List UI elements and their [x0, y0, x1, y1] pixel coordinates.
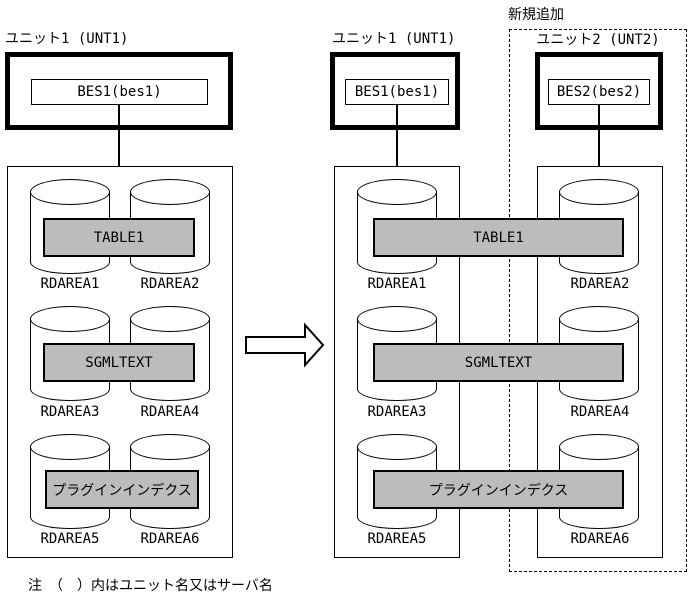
right-unit2-connector-line	[598, 104, 600, 167]
left-bar-table1: TABLE1	[43, 218, 195, 257]
right-rdarea4-label: RDAREA4	[570, 404, 630, 420]
right-unit1-label: ユニット1 (UNT1)	[332, 31, 456, 47]
cylinder-top-ellipse	[559, 306, 639, 332]
new-addition-dashed-box	[509, 29, 687, 572]
cylinder-top-ellipse	[130, 179, 210, 205]
right-rdarea2-label: RDAREA2	[570, 276, 630, 292]
cylinder-top-ellipse	[30, 306, 110, 332]
left-rdarea3-label: RDAREA3	[40, 404, 100, 420]
left-rdarea2-label: RDAREA2	[140, 276, 200, 292]
left-rdarea4-label: RDAREA4	[140, 404, 200, 420]
left-bar-plugin-index: プラグインインデクス	[45, 470, 199, 509]
transition-arrow-icon	[245, 322, 325, 368]
left-rdarea6-label: RDAREA6	[140, 531, 200, 547]
left-rdarea1-label: RDAREA1	[40, 276, 100, 292]
cylinder-top-ellipse	[130, 306, 210, 332]
left-storage-box	[7, 166, 233, 558]
cylinder-top-ellipse	[357, 179, 437, 205]
new-addition-label: 新規追加	[508, 7, 564, 23]
left-rdarea5-label: RDAREA5	[40, 531, 100, 547]
cylinder-top-ellipse	[357, 434, 437, 460]
right-bes2-server-box: BES2(bes2)	[548, 79, 650, 105]
right-rdarea3-label: RDAREA3	[367, 404, 427, 420]
cylinder-left-rdarea5	[30, 434, 110, 530]
right-rdarea1-label: RDAREA1	[367, 276, 427, 292]
right-unit1-connector-line	[396, 104, 398, 167]
right-unit2-label: ユニット2 (UNT2)	[536, 32, 660, 48]
cylinder-top-ellipse	[30, 179, 110, 205]
right-bes1-server-box: BES1(bes1)	[345, 79, 449, 105]
right-bar-sgmltext: SGMLTEXT	[373, 343, 624, 382]
cylinder-top-ellipse	[559, 434, 639, 460]
cylinder-top-ellipse	[559, 179, 639, 205]
cylinder-top-ellipse	[30, 434, 110, 460]
right-bar-table1: TABLE1	[373, 218, 624, 257]
right-bar-plugin-index: プラグインインデクス	[373, 470, 624, 509]
cylinder-top-ellipse	[357, 306, 437, 332]
left-bes1-server-box: BES1(bes1)	[31, 79, 208, 105]
left-bar-sgmltext: SGMLTEXT	[43, 343, 195, 382]
cylinder-top-ellipse	[130, 434, 210, 460]
left-connector-line	[118, 104, 120, 166]
footnote: 注 （ ）内はユニット名又はサーバ名	[28, 578, 273, 594]
right-rdarea6-label: RDAREA6	[570, 531, 630, 547]
right-rdarea5-label: RDAREA5	[367, 531, 427, 547]
left-unit1-label: ユニット1 (UNT1)	[5, 31, 129, 47]
